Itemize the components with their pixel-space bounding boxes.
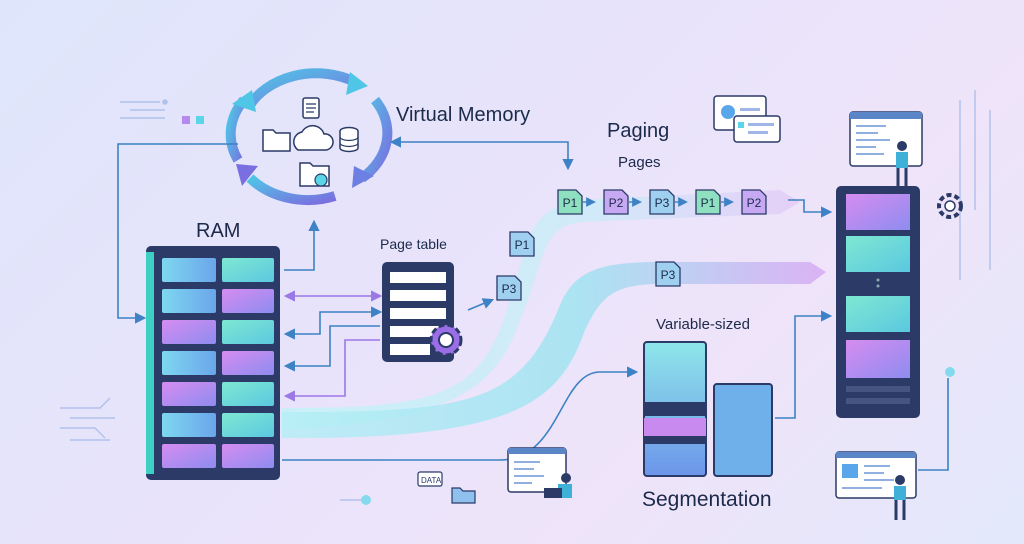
gear-icon xyxy=(429,323,463,357)
page-chip-label: P2 xyxy=(747,196,762,210)
virtual-memory-cycle xyxy=(225,68,393,206)
page-chip: P3 xyxy=(496,275,522,301)
page-chip: P2 xyxy=(741,189,767,215)
physical-memory-tower xyxy=(836,186,920,418)
code-window-icon xyxy=(507,447,567,493)
person-icon xyxy=(896,141,908,186)
ram-cell xyxy=(162,382,216,406)
ram-cell xyxy=(222,444,274,468)
ram-cell xyxy=(222,382,274,406)
pages-label: Pages xyxy=(618,154,661,171)
decor-lines xyxy=(60,90,991,505)
page-chip: P1 xyxy=(557,189,583,215)
page-chip-label: P1 xyxy=(701,196,716,210)
segmentation-stream xyxy=(282,262,826,439)
page-chip-label: P3 xyxy=(502,282,517,296)
folder-gear-icon xyxy=(299,162,330,187)
person-icon xyxy=(894,475,906,520)
page-chip: P3 xyxy=(649,189,675,215)
segment-chip: P3 xyxy=(655,261,681,287)
page-chip-label: P3 xyxy=(655,196,670,210)
ram-cell xyxy=(162,320,216,344)
chart-window-icon xyxy=(713,95,781,143)
page-chip-label: P2 xyxy=(609,196,624,210)
ram-title: RAM xyxy=(196,220,241,242)
page-table-label: Page table xyxy=(380,236,447,252)
person-icon xyxy=(544,473,572,498)
virtual-memory-title: Virtual Memory xyxy=(396,104,531,126)
ram-cell xyxy=(162,258,216,282)
ram-cell xyxy=(162,444,216,468)
decor-square xyxy=(196,116,204,124)
ram-cell xyxy=(222,413,274,437)
decor-square xyxy=(182,116,190,124)
flow-arrows xyxy=(117,136,949,471)
cloud-icon xyxy=(293,124,334,151)
document-icon xyxy=(302,97,320,119)
page-chip-row: P1 P2 P3 P1 P2 xyxy=(557,189,767,215)
paging-title: Paging xyxy=(607,120,670,142)
segmentation-title: Segmentation xyxy=(642,488,772,511)
data-folder-label: DATA xyxy=(421,476,442,485)
segment-large xyxy=(643,341,707,477)
ram-cell xyxy=(162,413,216,437)
ram-cell xyxy=(162,289,216,313)
page-table xyxy=(382,262,463,362)
segment-small xyxy=(713,383,773,477)
gear-icon xyxy=(937,193,963,219)
page-chip-label: P1 xyxy=(563,196,578,210)
ram-cell xyxy=(222,351,274,375)
ram-pagetable-arrows xyxy=(283,290,383,402)
variable-sized-label: Variable-sized xyxy=(656,316,750,333)
ram-cell xyxy=(222,289,274,313)
ram-cell xyxy=(222,320,274,344)
page-chip: P2 xyxy=(603,189,629,215)
page-chip: P1 xyxy=(695,189,721,215)
page-chip: P3 xyxy=(655,261,681,287)
page-chip: P1 xyxy=(509,231,535,257)
page-chip-label: P1 xyxy=(515,238,530,252)
database-icon xyxy=(339,126,359,153)
code-window-icon xyxy=(849,111,923,167)
folder-icon: DATA xyxy=(417,471,476,504)
ram-cell xyxy=(222,258,274,282)
folder-icon xyxy=(262,129,291,152)
page-chip-label: P3 xyxy=(661,268,676,282)
ram-cell xyxy=(162,351,216,375)
ram-block xyxy=(146,246,280,480)
